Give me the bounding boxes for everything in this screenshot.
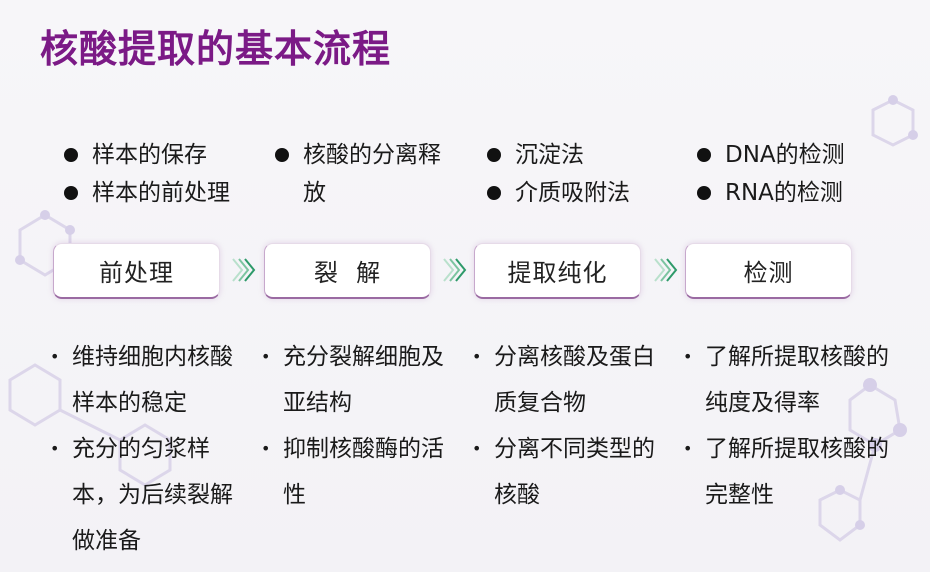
step-box-detection: 检测	[685, 243, 852, 299]
list-item: 核酸的分离释放	[275, 136, 445, 212]
double-chevron-right-icon	[443, 258, 467, 282]
step-4-top-list: DNA的检测 RNA的检测	[697, 136, 845, 212]
double-chevron-right-icon	[654, 258, 678, 282]
list-item: •充分裂解细胞及亚结构	[261, 344, 444, 416]
list-item: 介质吸附法	[487, 174, 630, 212]
bullet-icon	[697, 186, 711, 200]
list-item: •充分的匀浆样本，为后续裂解做准备	[50, 436, 233, 554]
list-item: •了解所提取核酸的完整性	[683, 436, 889, 508]
step-box-purification: 提取纯化	[474, 243, 641, 299]
step-4-detail-list: •了解所提取核酸的纯度及得率 •了解所提取核酸的完整性	[683, 334, 895, 518]
bullet-icon	[487, 186, 501, 200]
step-2-top-list: 核酸的分离释放	[275, 136, 445, 212]
list-item: DNA的检测	[697, 136, 845, 174]
step-box-lysis: 裂 解	[264, 243, 431, 299]
double-chevron-right-icon	[232, 258, 256, 282]
bullet-icon	[487, 148, 501, 162]
step-1-detail-list: •维持细胞内核酸样本的稳定 •充分的匀浆样本，为后续裂解做准备	[50, 334, 242, 564]
list-item: RNA的检测	[697, 174, 845, 212]
list-item: •抑制核酸酶的活性	[261, 436, 444, 508]
list-item: 沉淀法	[487, 136, 630, 174]
step-box-pretreatment: 前处理	[53, 243, 220, 299]
step-3-detail-list: •分离核酸及蛋白质复合物 •分离不同类型的核酸	[472, 334, 664, 518]
list-item: 样本的保存	[64, 136, 230, 174]
step-3-top-list: 沉淀法 介质吸附法	[487, 136, 630, 212]
bullet-icon	[64, 186, 78, 200]
bullet-icon	[697, 148, 711, 162]
bullet-icon	[64, 148, 78, 162]
list-item: •了解所提取核酸的纯度及得率	[683, 344, 889, 416]
bullet-icon	[275, 148, 289, 162]
list-item: 样本的前处理	[64, 174, 230, 212]
list-item: •分离核酸及蛋白质复合物	[472, 344, 655, 416]
page-title: 核酸提取的基本流程	[40, 27, 392, 71]
step-1-top-list: 样本的保存 样本的前处理	[64, 136, 230, 212]
list-item: •分离不同类型的核酸	[472, 436, 655, 508]
step-2-detail-list: •充分裂解细胞及亚结构 •抑制核酸酶的活性	[261, 334, 453, 518]
list-item: •维持细胞内核酸样本的稳定	[50, 344, 233, 416]
